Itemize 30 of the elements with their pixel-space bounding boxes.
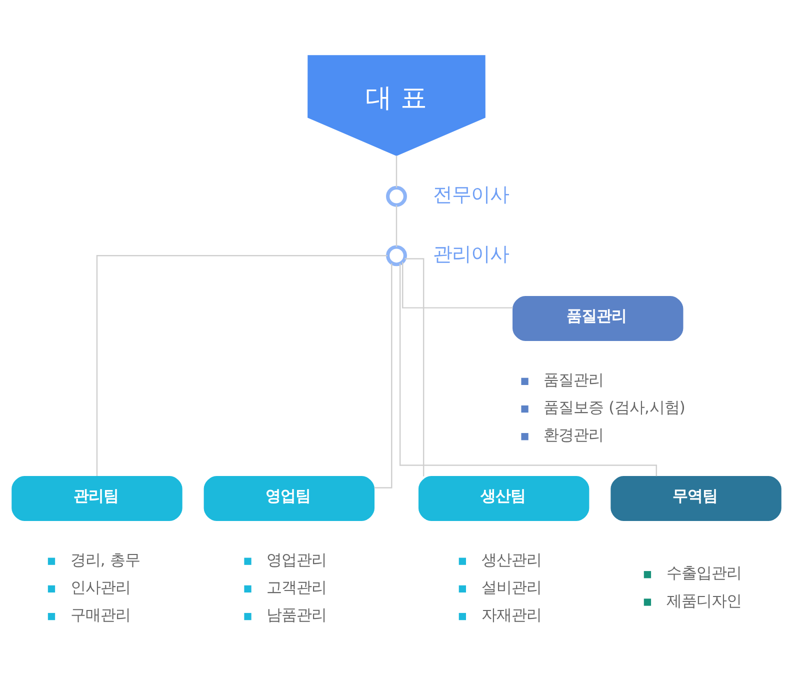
node-label: 전무이사	[433, 183, 510, 206]
node-box: 생산팀	[418, 476, 590, 521]
node-label: 고객관리	[266, 578, 327, 597]
connector	[96, 255, 388, 476]
node-label: 환경관리	[544, 426, 604, 444]
node-label: 구매관리	[70, 606, 130, 624]
node-label: 자재관리	[481, 606, 542, 624]
node-label: 경리, 총무	[70, 550, 140, 569]
node-box: 무역팀	[610, 476, 782, 521]
connector	[404, 258, 424, 476]
node-box: 품질관리	[512, 296, 684, 342]
node-label: 품질관리	[544, 370, 604, 389]
node-box: 관리팀	[12, 476, 182, 521]
node-label: 영업관리	[266, 550, 327, 569]
node-label: 품질보증 (검사,시험)	[544, 398, 686, 417]
connector	[399, 264, 658, 476]
node-label: 남품관리	[266, 606, 327, 624]
connector	[396, 156, 398, 188]
node-circle	[386, 186, 407, 207]
node-label: 수출입관리	[666, 564, 742, 582]
node-label: 생산관리	[481, 550, 542, 569]
node-label: 설비관리	[481, 578, 542, 597]
node-box: 영업팀	[204, 476, 375, 521]
node-circle	[386, 245, 407, 266]
node-label: 관리이사	[433, 242, 510, 266]
node-label: 인사관리	[70, 578, 130, 597]
connector	[402, 262, 513, 308]
connector	[374, 263, 392, 488]
connector	[396, 205, 398, 247]
node-label: 제품디자인	[666, 592, 742, 610]
